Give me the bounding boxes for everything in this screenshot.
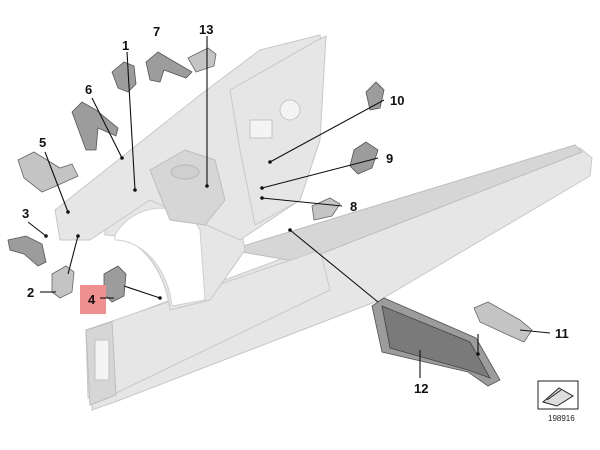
leader-8 [261, 197, 343, 207]
leader-13-dot [205, 184, 209, 188]
part-10-bracket [365, 81, 385, 111]
front-rail-opening [94, 339, 110, 381]
part-7-bracket [145, 51, 193, 83]
leader-11 [519, 329, 551, 334]
callout-4: 4 [88, 292, 96, 307]
callout-2: 2 [27, 285, 34, 300]
leader-10-dot [268, 160, 272, 164]
reference-number: 198916 [548, 414, 575, 423]
part-1-bracket [111, 61, 137, 93]
callout-10: 10 [390, 93, 404, 108]
highlight-box-4 [80, 285, 106, 314]
leader-5-dot [66, 210, 70, 214]
callout-8: 8 [350, 199, 357, 214]
leader-11-dot [476, 352, 480, 356]
leader-2b [67, 235, 79, 275]
callout-7: 7 [153, 24, 160, 39]
strut-tower [149, 149, 226, 226]
leader-8-dot [260, 196, 264, 200]
callout-6: 6 [85, 82, 92, 97]
leader-9 [261, 157, 379, 189]
part-4-bracket [103, 265, 127, 303]
front-rail [85, 249, 331, 399]
leader-10 [269, 99, 385, 163]
parts [7, 47, 533, 387]
side-sill-top [229, 144, 583, 263]
leader-3 [27, 221, 47, 237]
part-13-bracket [187, 47, 217, 73]
leader-4b [123, 285, 161, 299]
callout-labels: 1 7 13 6 5 3 2 4 10 9 8 12 11 [22, 22, 569, 396]
leader-6-dot [120, 156, 124, 160]
callout-9: 9 [386, 151, 393, 166]
leader-5 [44, 151, 69, 213]
part-8-plate [311, 197, 341, 221]
leader-6 [91, 97, 123, 159]
leader-12-rail-dot [288, 228, 292, 232]
part-11-bracket [473, 301, 533, 343]
part-6-bracket [71, 101, 119, 151]
part-2-part [51, 265, 75, 299]
part-3-bracket [7, 235, 47, 267]
pillar-cutout [249, 119, 273, 139]
wheel-arch-cutout [114, 207, 206, 307]
leader-1 [126, 51, 136, 191]
leader-2-dot [76, 234, 80, 238]
leader-4-dot [158, 296, 162, 300]
leader-12-rail [289, 229, 379, 303]
pillar-hole [279, 99, 301, 121]
callout-5: 5 [39, 135, 46, 150]
callout-1: 1 [122, 38, 129, 53]
part-9-bracket [349, 141, 379, 175]
part-12-panel-face [381, 305, 491, 379]
leader-lines [27, 36, 551, 378]
leader-9-dot [260, 186, 264, 190]
part-5-bracket [17, 151, 79, 193]
ghost-body [54, 34, 593, 411]
strut-mount [170, 164, 200, 180]
view-orientation-icon [537, 380, 579, 410]
leader-3-dot [44, 234, 48, 238]
callout-13: 13 [199, 22, 213, 37]
callout-12: 12 [414, 381, 428, 396]
callout-11: 11 [555, 326, 569, 341]
callout-3: 3 [22, 206, 29, 221]
leader-1-dot [133, 188, 137, 192]
